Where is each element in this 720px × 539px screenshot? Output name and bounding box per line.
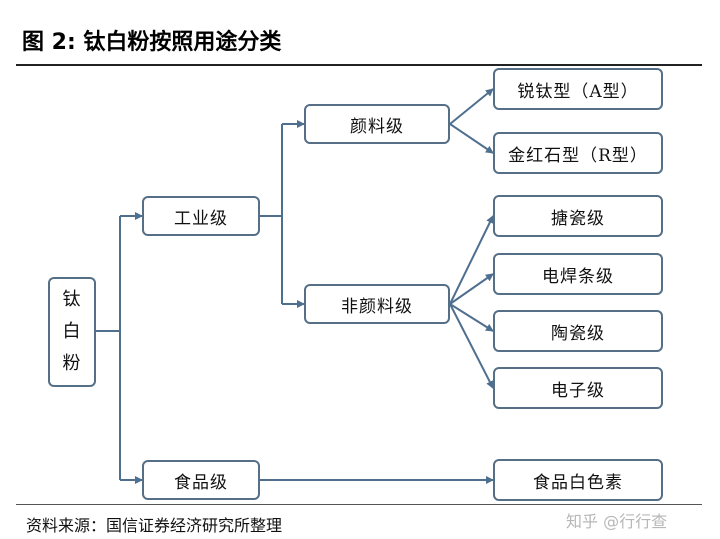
node-welding-rod-grade: 电焊条级 — [493, 253, 663, 295]
arrow-to-anatase — [449, 88, 494, 125]
node-food-grade: 食品级 — [142, 460, 260, 500]
industrial-trunk-line — [260, 124, 283, 304]
node-titanium-dioxide: 钛 白 粉 — [48, 277, 96, 387]
arrow-to-welding — [449, 273, 494, 305]
bottom-rule — [16, 504, 702, 505]
node-root-char-1: 钛 — [62, 289, 82, 310]
arrow-to-electronic — [449, 303, 494, 389]
arrow-to-ceramic — [449, 303, 494, 332]
node-root-char-2: 白 — [62, 321, 82, 342]
arrow-to-rutile — [449, 123, 494, 154]
node-rutile: 金红石型（R型） — [493, 132, 663, 174]
arrow-to-enamel — [449, 215, 494, 305]
node-industrial-grade: 工业级 — [142, 196, 260, 236]
root-trunk-line — [96, 216, 121, 480]
node-root-char-3: 粉 — [62, 353, 82, 374]
watermark: 知乎 @行行查 — [566, 512, 668, 531]
node-ceramic-grade: 陶瓷级 — [493, 310, 663, 352]
figure-title: 图 2: 钛白粉按照用途分类 — [22, 30, 282, 55]
node-pigment-grade: 颜料级 — [304, 104, 450, 144]
source-note: 资料来源：国信证券经济研究所整理 — [26, 516, 283, 535]
node-electronic-grade: 电子级 — [493, 367, 663, 409]
node-non-pigment-grade: 非颜料级 — [304, 284, 450, 324]
node-anatase: 锐钛型（A型） — [493, 68, 663, 110]
node-enamel-grade: 搪瓷级 — [493, 195, 663, 237]
node-food-white-pigment: 食品白色素 — [493, 459, 663, 501]
top-rule — [16, 64, 702, 66]
